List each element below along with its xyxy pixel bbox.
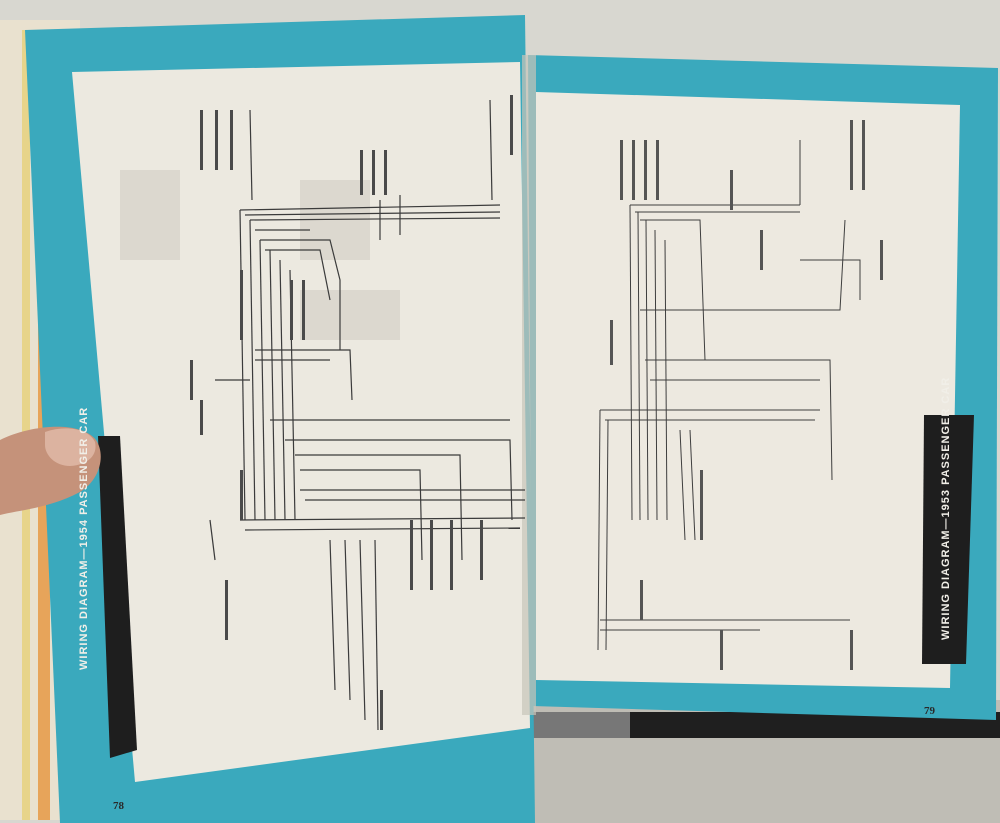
right-page-strip-title: WIRING DIAGRAM—1953 PASSENGER CAR	[940, 376, 952, 640]
right-black-strip	[922, 415, 974, 664]
left-page-paper	[72, 62, 530, 782]
left-wiring-diagram	[209, 99, 526, 731]
spine-shadow	[522, 55, 536, 715]
left-page-strip-title: WIRING DIAGRAM—1954 PASSENGER CAR	[78, 406, 90, 670]
page-stack-yellow	[22, 30, 30, 820]
right-diagram-labels	[610, 120, 883, 670]
thumbnail	[45, 428, 96, 466]
right-page-number: 79	[924, 705, 935, 717]
left-black-strip	[98, 436, 137, 758]
left-page-number: 78	[113, 800, 124, 812]
pen-highlight	[530, 712, 630, 738]
show-through-text	[120, 170, 400, 340]
left-diagram-labels	[190, 95, 513, 730]
right-page-paper	[536, 92, 960, 688]
